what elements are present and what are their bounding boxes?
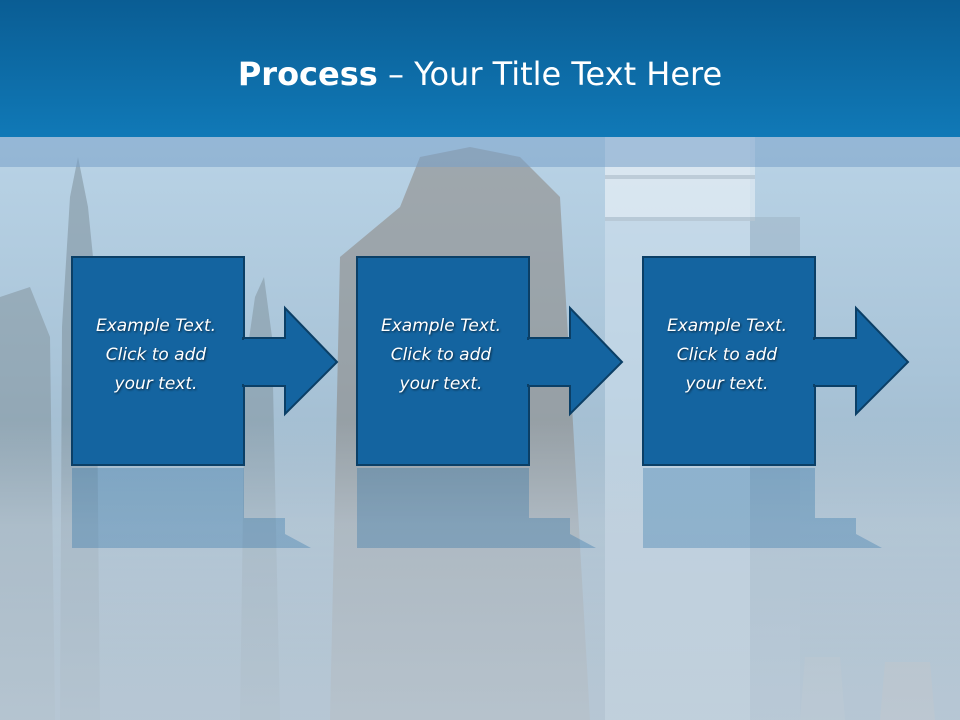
step-2-reflection [356, 468, 596, 548]
title-bar: Process – Your Title Text Here [0, 0, 960, 137]
slide-title[interactable]: Process – Your Title Text Here [0, 52, 960, 96]
step-3-text: Example Text. Click to add your text. [642, 312, 812, 399]
step-1-line-1: Example Text. [95, 316, 217, 336]
process-step-2[interactable]: Example Text. Click to add your text. [356, 256, 624, 466]
step-1-text: Example Text. Click to add your text. [71, 312, 241, 399]
title-text: – Your Title Text Here [377, 55, 723, 93]
step-1-reflection [71, 468, 311, 548]
step-1-arrow-box [71, 256, 339, 466]
step-1-line-3: your text. [114, 374, 198, 394]
step-3-line-1: Example Text. [666, 316, 788, 336]
header-shadow-band [0, 137, 960, 167]
step-2-text: Example Text. Click to add your text. [356, 312, 526, 399]
step-3-reflection [642, 468, 882, 548]
step-3-line-3: your text. [685, 374, 769, 394]
process-step-3[interactable]: Example Text. Click to add your text. [642, 256, 910, 466]
title-bold: Process [237, 55, 378, 93]
step-2-line-2: Click to add [390, 345, 492, 365]
bottom-fade-overlay [0, 420, 960, 720]
step-1-line-2: Click to add [105, 345, 207, 365]
step-2-arrow-box [356, 256, 624, 466]
process-step-1[interactable]: Example Text. Click to add your text. [71, 256, 339, 466]
step-3-line-2: Click to add [676, 345, 778, 365]
step-2-line-1: Example Text. [380, 316, 502, 336]
step-2-line-3: your text. [399, 374, 483, 394]
step-3-arrow-box [642, 256, 910, 466]
